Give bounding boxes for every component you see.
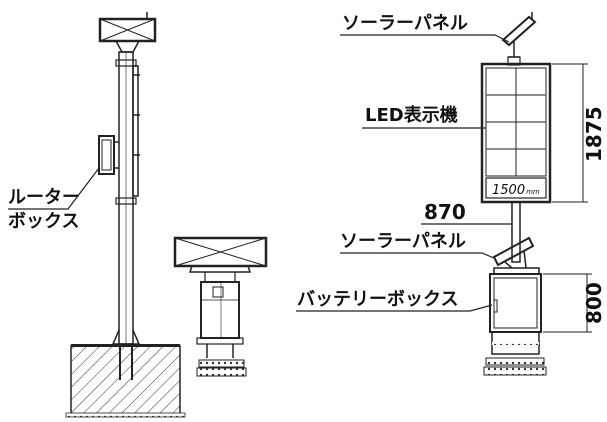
- router-box-label-line2: ボックス: [8, 211, 79, 232]
- router-box-drawing: [98, 135, 119, 175]
- router-box-label-line1: ルーター: [8, 187, 80, 208]
- top-solar-panel-right: [501, 12, 537, 58]
- lower-solar-panel-right: [492, 236, 535, 269]
- router-box-label: ルーター ボックス: [8, 187, 86, 232]
- dimension-height-display: [552, 63, 588, 203]
- battery-box-label: バッテリーボックス: [297, 289, 458, 310]
- dimension-width-value: 870: [424, 200, 466, 224]
- display-readout-unit: mm: [526, 188, 540, 196]
- middle-solar-panel: [173, 236, 268, 268]
- dimension-height-display-value: 1875: [582, 106, 606, 162]
- solar-panel-bottom-label: ソーラーパネル: [340, 231, 466, 252]
- foundation-left: [65, 344, 186, 418]
- led-display-label: LED表示機: [365, 104, 458, 126]
- top-solar-panel-left: [98, 12, 157, 53]
- led-display-board: 1500mm: [480, 62, 552, 204]
- pedestal-assembly-middle: [173, 236, 268, 377]
- battery-box-drawing: [483, 267, 547, 376]
- led-display-assembly: 1500mm: [296, 12, 592, 376]
- display-readout-value: 1500: [492, 183, 525, 198]
- dimension-height-battery-value: 800: [582, 282, 606, 324]
- solar-panel-top-label: ソーラーパネル: [342, 13, 468, 34]
- display-readout: 1500mm: [492, 183, 540, 198]
- dimension-height-battery: [543, 273, 592, 333]
- pole-assembly-left: [8, 12, 186, 418]
- dimension-width-display: [421, 204, 513, 228]
